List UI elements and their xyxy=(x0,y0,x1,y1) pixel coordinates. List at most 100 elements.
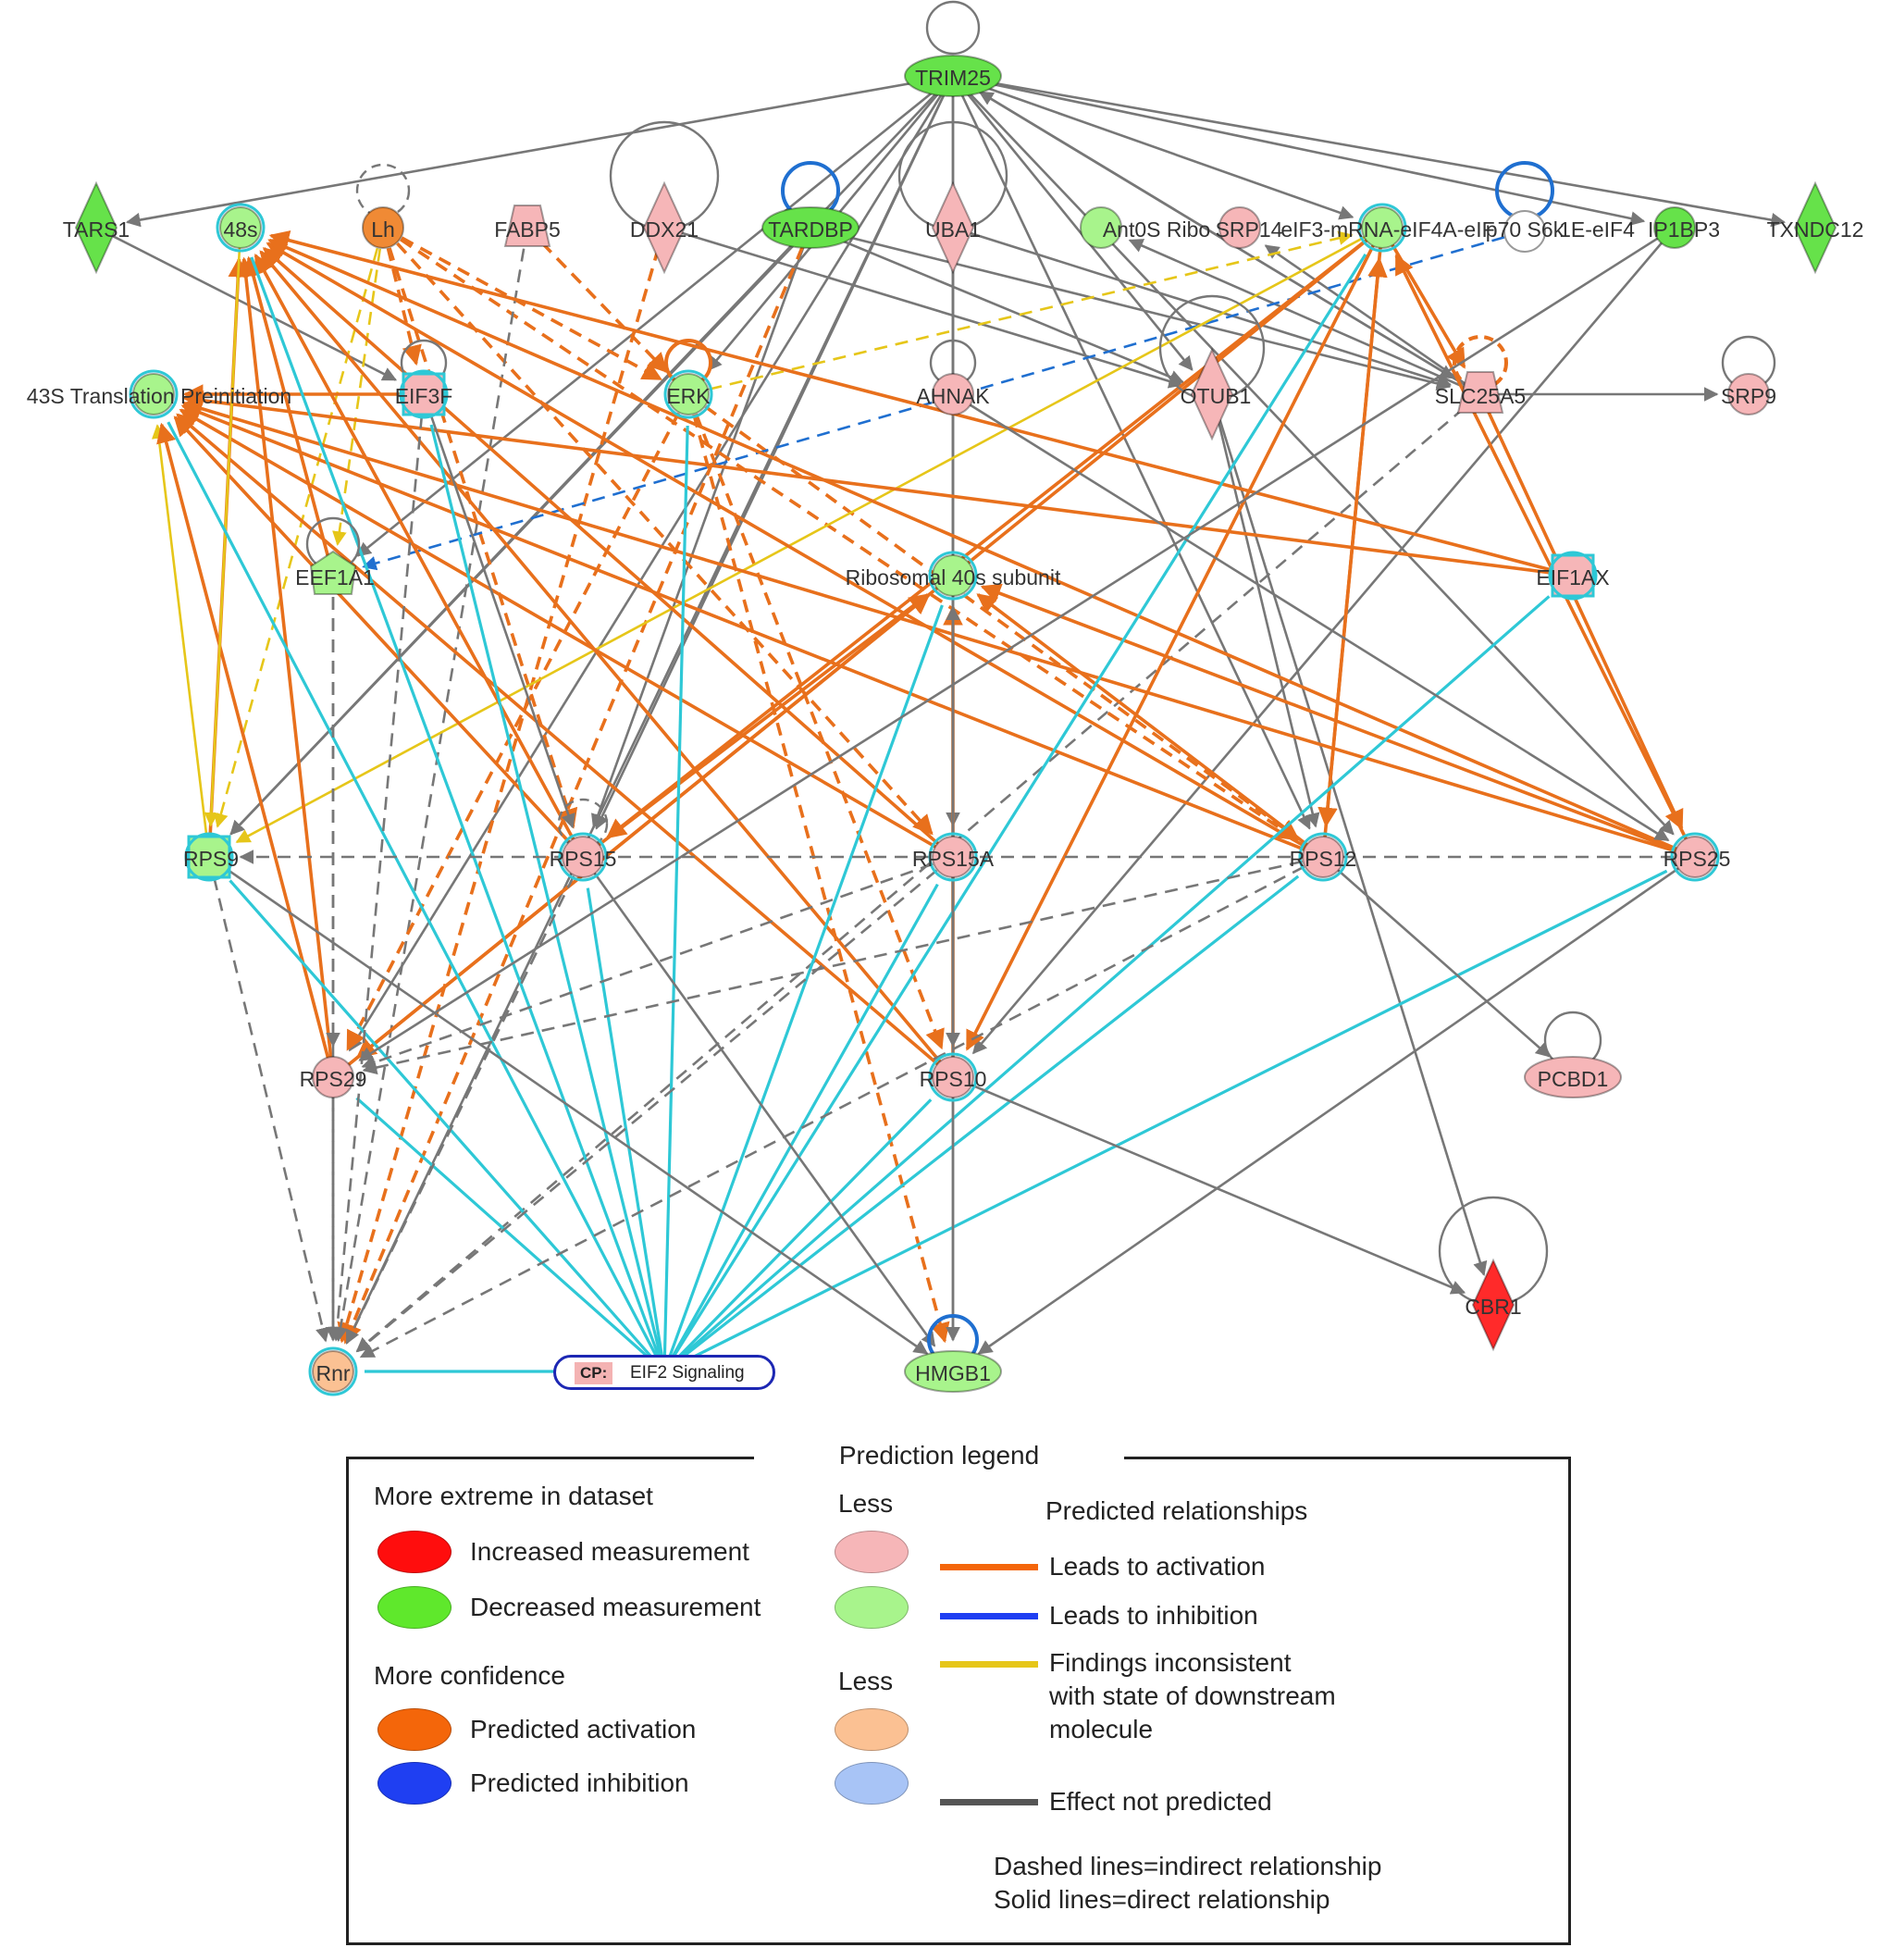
edge-TRIM25-RPS12 xyxy=(951,75,1311,830)
edge-TRIM25-TXNDC12 xyxy=(952,74,1787,228)
node-RPS12[interactable] xyxy=(1302,836,1344,878)
edge-EIF2-eIF3 xyxy=(662,253,1367,1372)
node-RPS10[interactable] xyxy=(932,1056,974,1098)
edge-FABP5-Rnr xyxy=(333,227,529,1343)
edge-RPS25-eIF3 xyxy=(1394,254,1697,858)
edge-RPS10-CBR1 xyxy=(952,1075,1466,1295)
edge-RPS25-R40S xyxy=(980,583,1696,859)
node-eIF3[interactable] xyxy=(1361,206,1404,249)
node-TARS1[interactable] xyxy=(74,180,118,275)
cp-tag: CP: xyxy=(575,1362,613,1384)
edge-EIF2-RPS10 xyxy=(662,1098,933,1373)
legend-more-extreme: More extreme in dataset xyxy=(374,1482,653,1510)
node-CBR1[interactable] xyxy=(1471,1258,1515,1352)
label-RPS9: RPS9 xyxy=(183,847,239,871)
node-Lh[interactable] xyxy=(362,206,404,249)
edge-EIF2-RPS9 xyxy=(229,879,666,1373)
node-SRP14[interactable] xyxy=(1218,206,1261,249)
node-48s[interactable] xyxy=(219,206,262,249)
edge-RPS12-43S xyxy=(180,403,1324,859)
not-predicted-line-swatch xyxy=(940,1799,1038,1805)
node-HMGB1[interactable] xyxy=(904,1350,1002,1393)
legend-decreased: Decreased measurement xyxy=(470,1593,761,1621)
edge-RPS12-R40S xyxy=(976,593,1325,859)
eif2-signaling-pathway-node[interactable]: CP: EIF2 Signaling xyxy=(553,1355,775,1390)
pred-activation-swatch xyxy=(377,1708,451,1751)
node-OTUB1[interactable] xyxy=(1190,347,1234,441)
edge-RPS15-48s xyxy=(254,253,585,858)
node-ring-RPS15 xyxy=(558,832,608,882)
node-RPS15A[interactable] xyxy=(932,836,974,878)
node-ring-EIF1AX xyxy=(1548,551,1598,601)
edge-RPS29-R40S xyxy=(331,593,931,1079)
edge-SLC25A5-RPS25 xyxy=(1478,393,1684,831)
edge-TRIM25-TARS1 xyxy=(125,74,954,228)
node-UBA1[interactable] xyxy=(931,180,975,275)
label-43S: 43S Translation Preinitiation xyxy=(27,384,291,408)
node-TRIM25[interactable] xyxy=(904,55,1002,97)
edge-ERK-RPS12 xyxy=(686,392,1300,840)
label-p70: p70 S6k xyxy=(1486,217,1565,242)
legend-leads-inhibition: Leads to inhibition xyxy=(1049,1601,1258,1630)
edge-ERK-RPS10 xyxy=(686,393,945,1050)
edge-EIF2-RPS29 xyxy=(355,1097,666,1373)
legend-less-2: Less xyxy=(838,1667,894,1695)
edge-EIF2-RPS12 xyxy=(663,875,1300,1373)
edge-DDX21-Rnr xyxy=(337,227,666,1344)
legend-increased: Increased measurement xyxy=(470,1537,749,1566)
legend-pred-activation: Predicted activation xyxy=(470,1715,697,1743)
node-RPS9[interactable] xyxy=(187,835,231,879)
label-EIF1AX: EIF1AX xyxy=(1536,565,1609,589)
label-RPS15A: RPS15A xyxy=(912,847,995,871)
edge-RPS10-48s xyxy=(259,250,955,1079)
node-EEF1A1[interactable] xyxy=(309,550,357,595)
edge-TRIM25-OTUB1 xyxy=(951,75,1194,371)
node-ring-EIF3F xyxy=(399,369,449,419)
node-Rnr[interactable] xyxy=(312,1350,354,1393)
label-R40S: Ribosomal 40s subunit xyxy=(846,565,1061,589)
node-ring-48s xyxy=(216,203,266,253)
label-SLC25A5: SLC25A5 xyxy=(1435,384,1526,408)
node-FABP5[interactable] xyxy=(503,205,551,247)
edge-OTUB1-CBR1 xyxy=(1210,393,1488,1277)
edge-RPS10-43S xyxy=(176,413,955,1079)
node-SLC25A5[interactable] xyxy=(1456,371,1504,414)
node-SRP9[interactable] xyxy=(1727,373,1770,416)
edge-RPS9-43S xyxy=(151,424,211,858)
label-RPS29: RPS29 xyxy=(300,1067,367,1091)
label-eIF4E: 1E-eIF4 xyxy=(1559,217,1635,242)
node-43S[interactable] xyxy=(132,373,175,416)
node-RPS25[interactable] xyxy=(1674,836,1716,878)
node-RPS29[interactable] xyxy=(312,1056,354,1098)
node-EIF1AX[interactable] xyxy=(1551,553,1595,598)
edge-RPS29-48s xyxy=(236,256,335,1078)
edge-TRIM25-Rnr xyxy=(345,75,955,1345)
pred-inhibition-swatch xyxy=(377,1762,451,1805)
node-DDX21[interactable] xyxy=(642,180,686,275)
less-orange-swatch xyxy=(835,1708,909,1751)
label-UBA1: UBA1 xyxy=(925,217,981,242)
node-AHNAK[interactable] xyxy=(932,373,974,416)
label-TARS1: TARS1 xyxy=(63,217,130,242)
label-OTUB1: OTUB1 xyxy=(1181,384,1252,408)
edge-Lh-ERK xyxy=(382,226,663,381)
node-TXNDC12[interactable] xyxy=(1793,180,1837,275)
cp-label: EIF2 Signaling xyxy=(630,1363,745,1383)
node-RPS15[interactable] xyxy=(562,836,604,878)
node-R40S[interactable] xyxy=(932,554,974,597)
node-PCBD1[interactable] xyxy=(1524,1056,1622,1098)
node-Ant0S[interactable] xyxy=(1080,206,1122,249)
node-p70[interactable] xyxy=(1503,210,1546,253)
activation-line-swatch xyxy=(940,1564,1038,1570)
node-ring-RPS25 xyxy=(1670,832,1720,882)
node-EIF3F[interactable] xyxy=(402,372,446,416)
node-IP1BP3[interactable] xyxy=(1653,206,1696,249)
edge-eIF3-RPS15 xyxy=(606,226,1384,839)
node-ERK[interactable] xyxy=(667,373,710,416)
node-ring-RPS9 xyxy=(184,832,234,882)
edge-RPS12-48s xyxy=(266,242,1324,859)
label-HMGB1: HMGB1 xyxy=(915,1361,991,1385)
node-ring-ERK xyxy=(663,369,713,419)
node-ring-RPS12 xyxy=(1298,832,1348,882)
node-TARDBP[interactable] xyxy=(761,206,860,249)
